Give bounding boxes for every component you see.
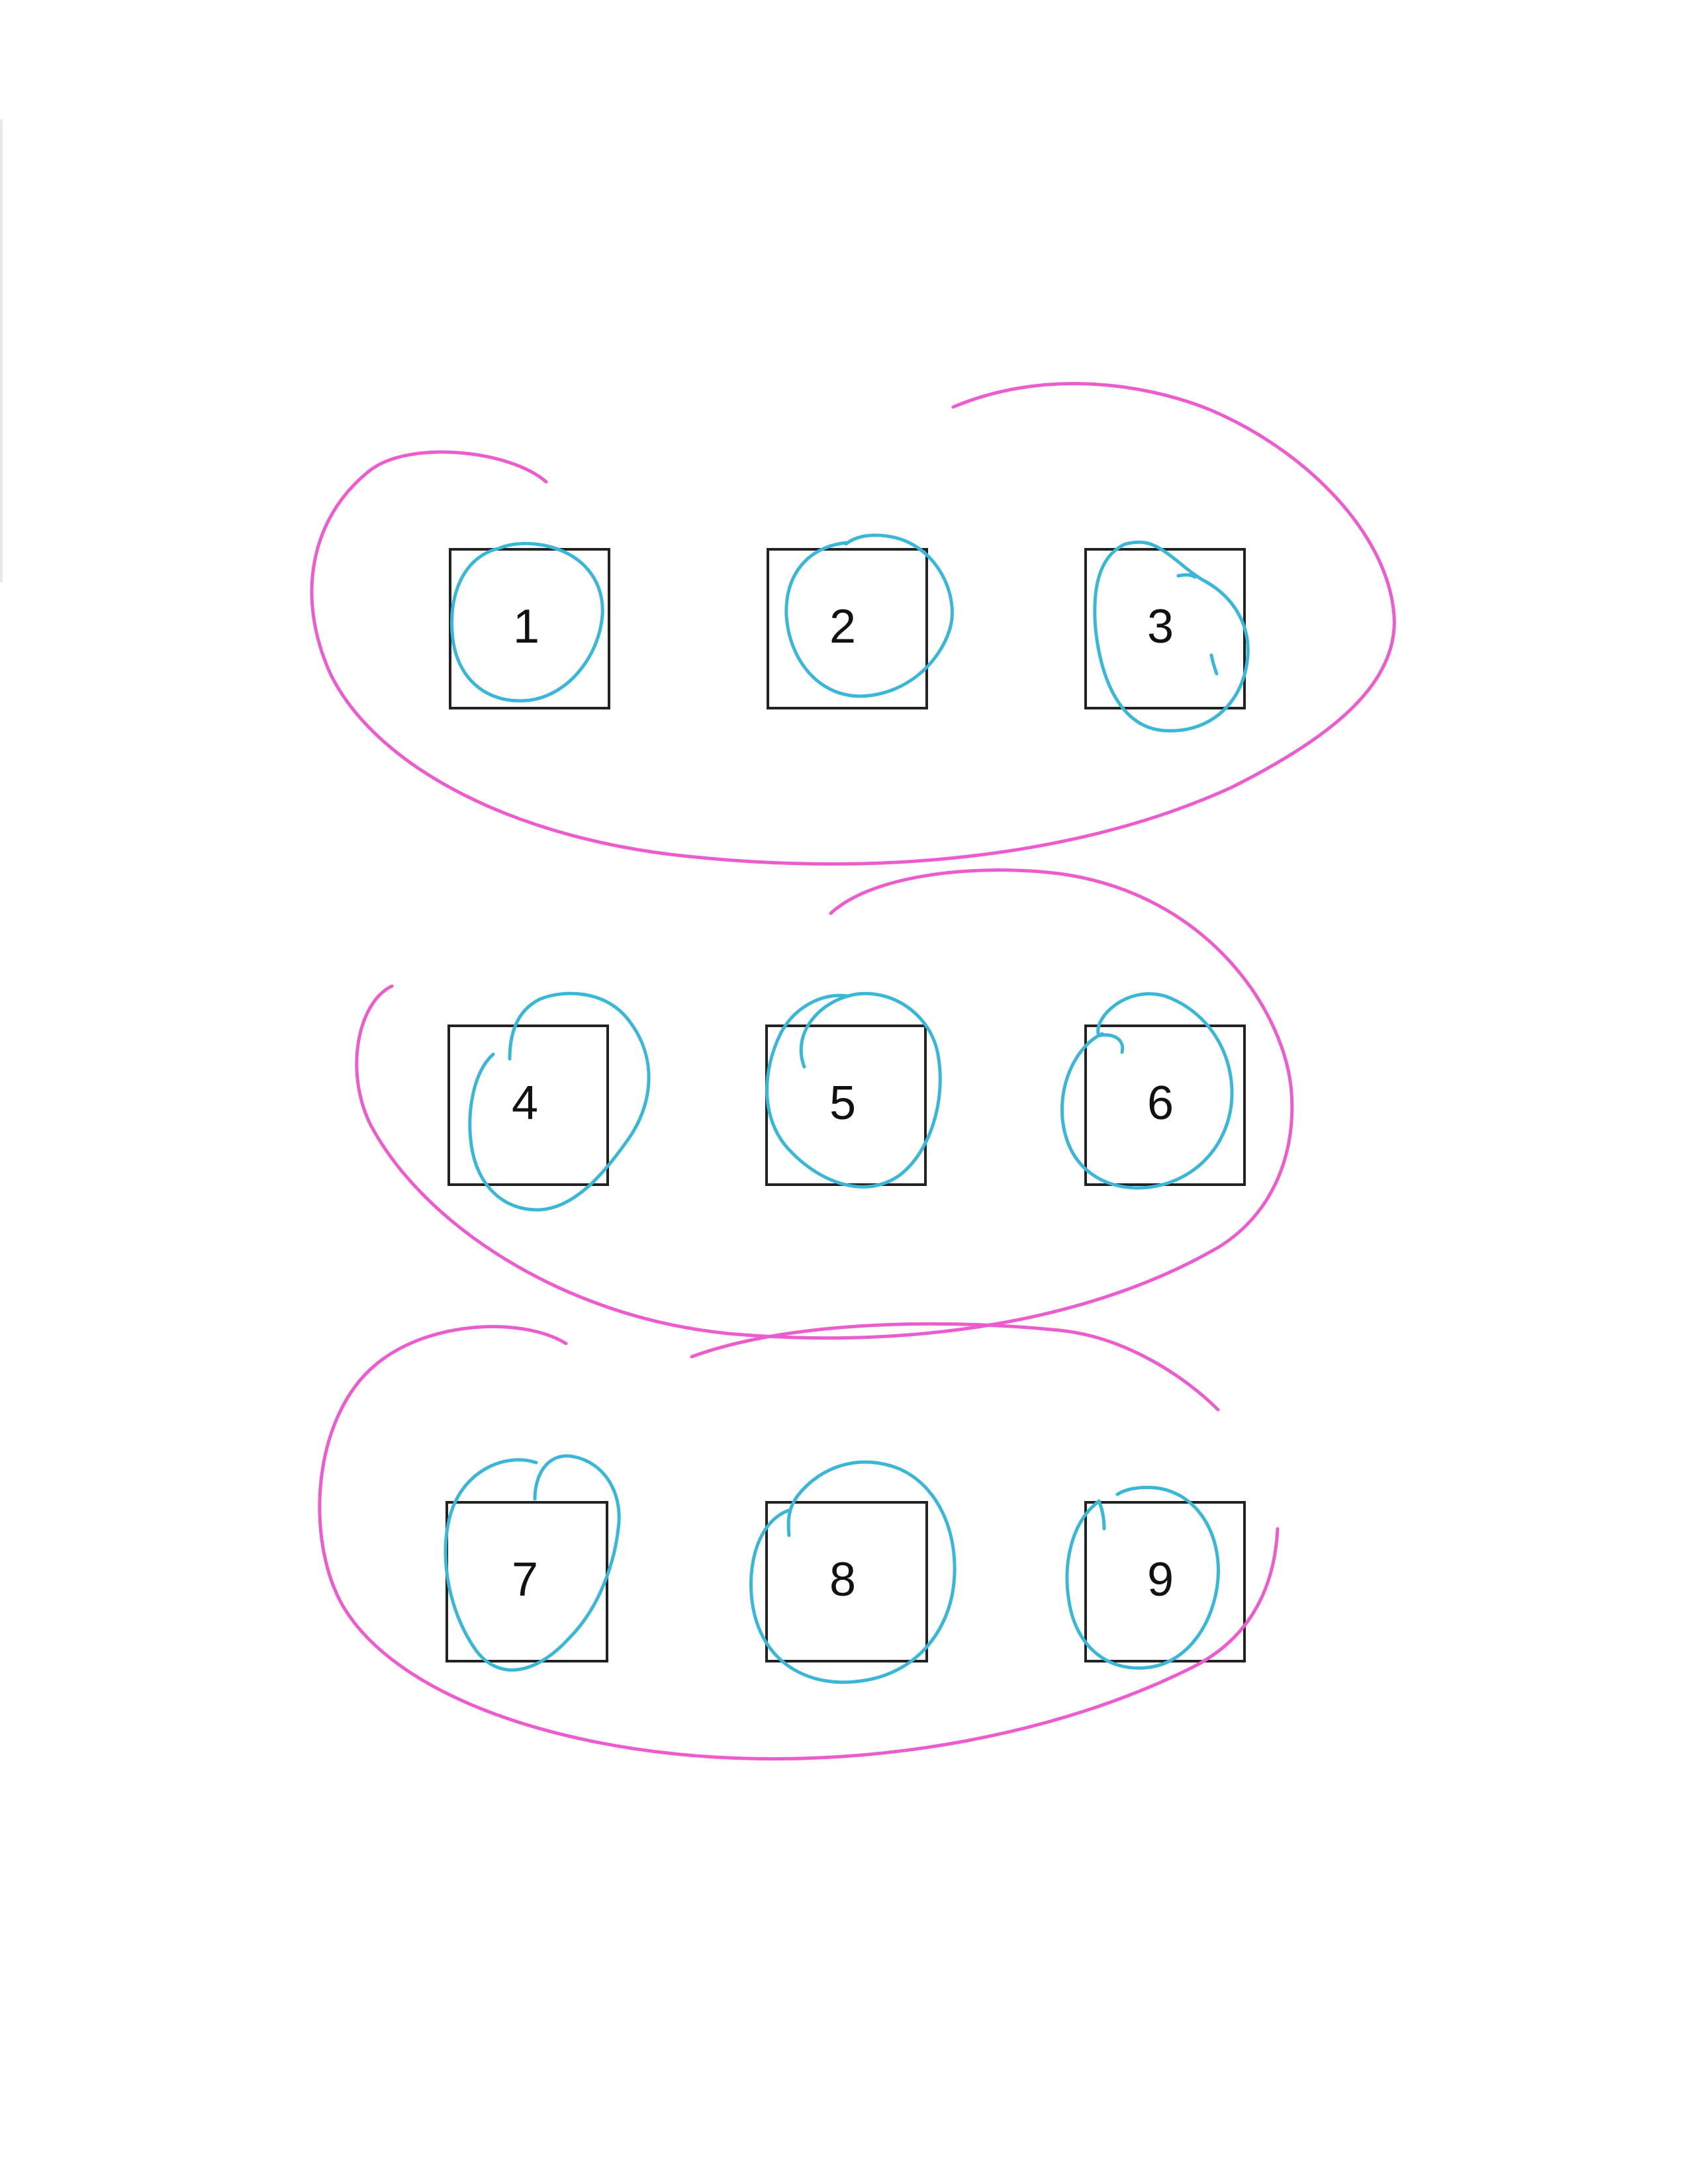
box-frame <box>765 1501 928 1662</box>
box-label: 1 <box>513 600 539 653</box>
box-label: 7 <box>512 1553 538 1606</box>
box-4: 4 <box>447 1024 609 1186</box>
item-circles <box>444 533 1250 1684</box>
box-label: 9 <box>1147 1553 1174 1606</box>
box-label: 5 <box>829 1077 856 1130</box>
item-circle-6 <box>1060 992 1234 1190</box>
group-loop-row-1 <box>310 382 1396 866</box>
box-label: 4 <box>512 1077 538 1130</box>
box-9: 9 <box>1084 1501 1246 1662</box>
box-frame <box>447 1024 609 1186</box>
box-frame <box>449 548 610 709</box>
box-label: 2 <box>829 600 856 653</box>
group-loops <box>310 382 1396 1761</box>
box-5: 5 <box>765 1024 927 1186</box>
item-circle-5 <box>765 991 942 1189</box>
item-circle-1 <box>450 541 604 703</box>
box-7: 7 <box>445 1501 608 1662</box>
box-label: 6 <box>1147 1077 1174 1130</box>
item-circle-4 <box>468 991 651 1212</box>
box-label: 3 <box>1147 600 1174 653</box>
box-8: 8 <box>765 1501 928 1662</box>
group-loop-row-2 <box>355 868 1294 1340</box>
item-circle-2 <box>784 533 954 698</box>
box-1: 1 <box>449 548 610 709</box>
item-circle-8 <box>749 1460 957 1684</box>
item-circle-9 <box>1065 1486 1220 1670</box>
scan-edge <box>0 119 3 582</box>
box-frame <box>767 548 928 709</box>
box-label: 8 <box>829 1553 856 1606</box>
box-6: 6 <box>1084 1024 1246 1186</box>
group-loop-row-3 <box>318 1322 1280 1761</box>
box-frame <box>1084 1501 1246 1662</box>
item-circle-7 <box>444 1454 621 1672</box>
box-2: 2 <box>767 548 928 709</box>
item-circle-3 <box>1093 540 1250 733</box>
